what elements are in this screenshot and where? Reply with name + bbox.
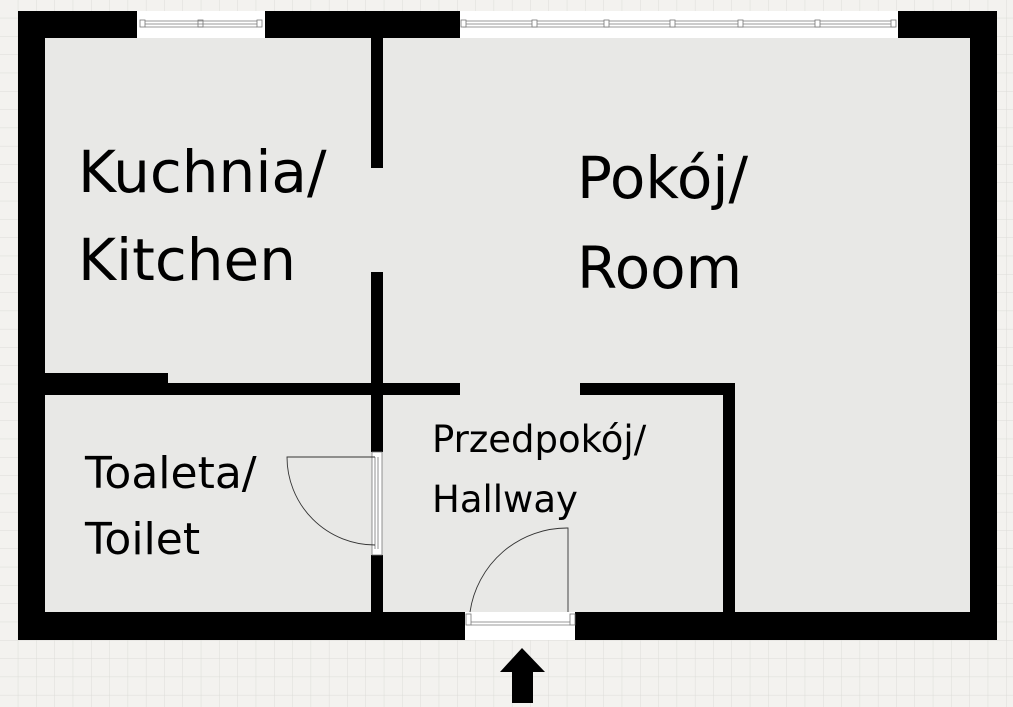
kitchen-label-line2: Kitchen xyxy=(78,226,296,294)
kitchen-label-line1: Kuchnia/ xyxy=(78,138,327,206)
hallway-label-line2: Hallway xyxy=(432,478,578,521)
window-kitchen xyxy=(137,11,265,38)
door-entrance xyxy=(465,527,576,640)
window-room xyxy=(460,11,898,38)
arrow-up-icon xyxy=(500,648,545,703)
door-toilet xyxy=(286,451,383,556)
room-label-line2: Room xyxy=(577,234,742,302)
room-label-line1: Pokój/ xyxy=(577,144,749,212)
interior-walls xyxy=(45,38,735,612)
outer-walls xyxy=(18,11,997,640)
floor xyxy=(45,38,970,612)
toilet-label-line1: Toaleta/ xyxy=(84,448,257,499)
toilet-label-line2: Toilet xyxy=(84,514,200,565)
hallway-label-line1: Przedpokój/ xyxy=(432,418,647,461)
